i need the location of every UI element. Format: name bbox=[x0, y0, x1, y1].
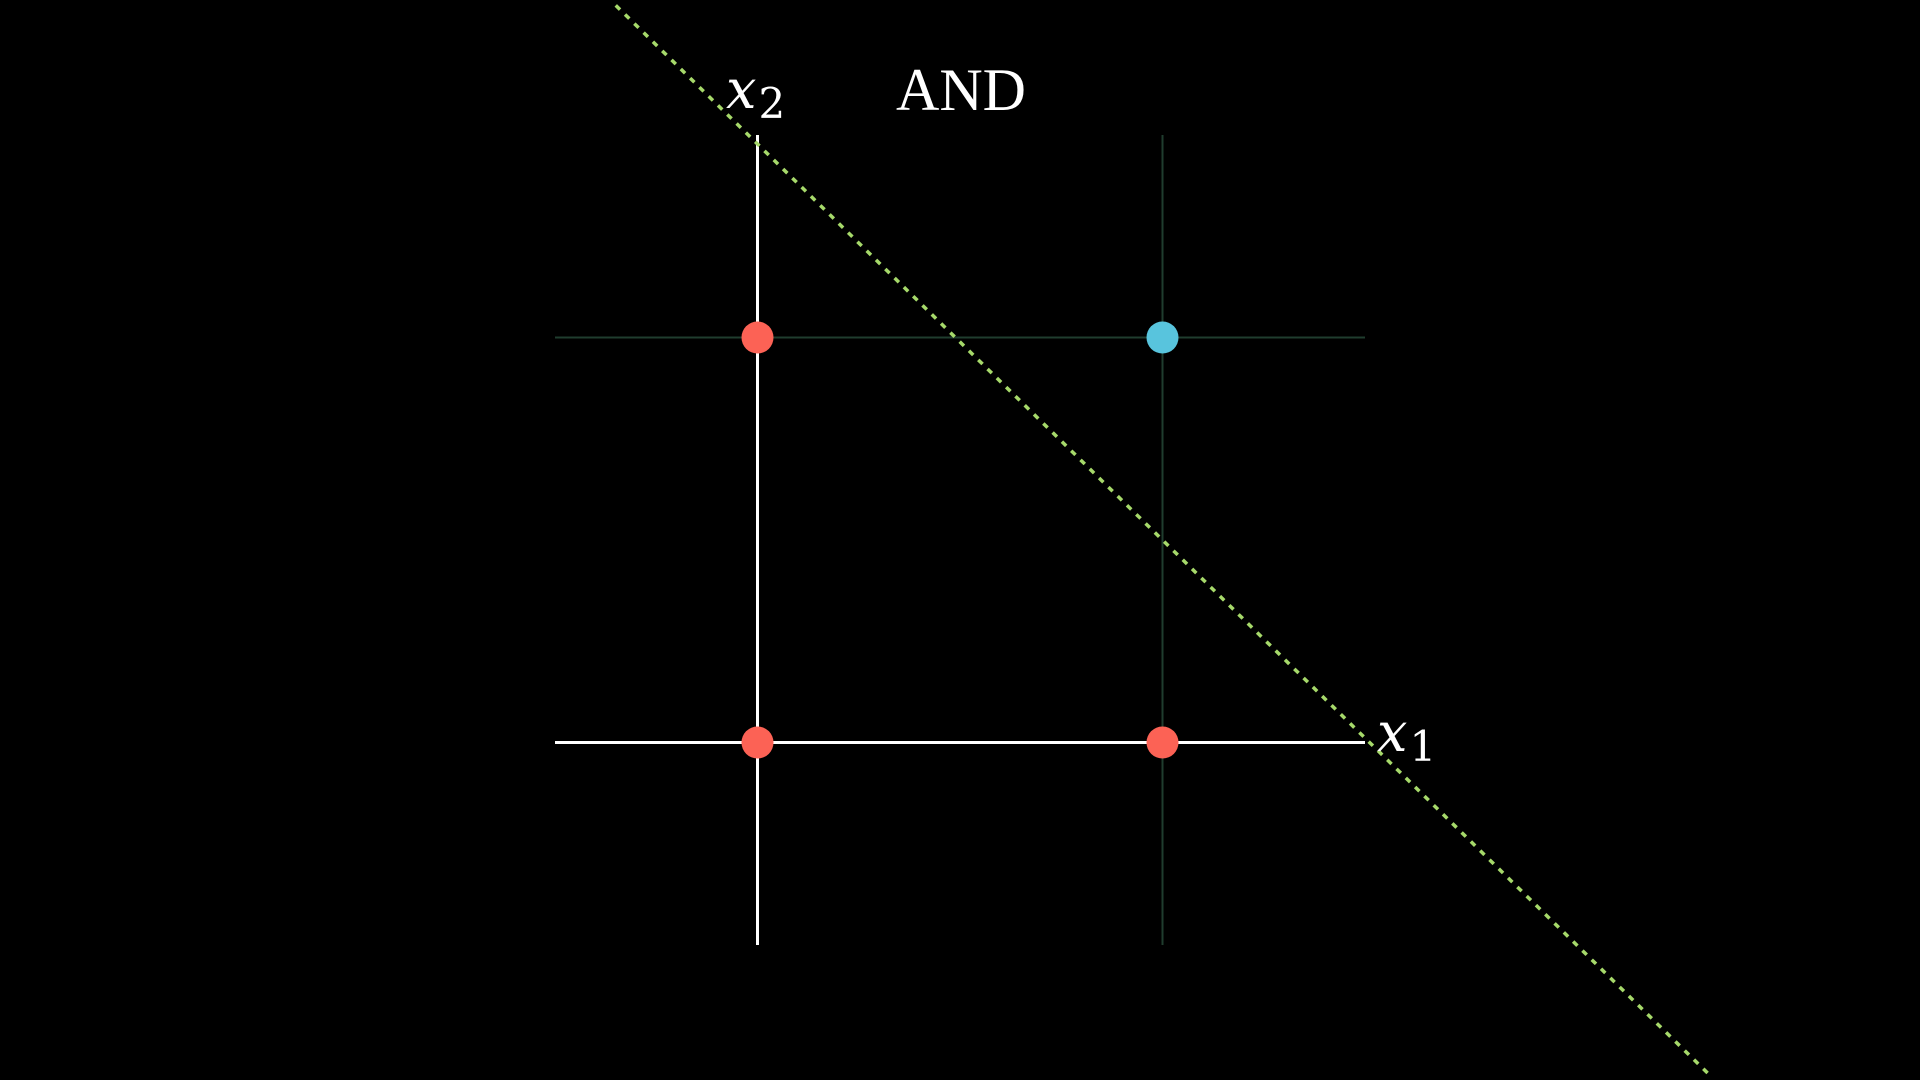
data-point-0-1 bbox=[741, 321, 774, 354]
axes bbox=[555, 135, 1365, 945]
data-points bbox=[741, 321, 1179, 759]
y-axis-label-var: x bbox=[726, 58, 756, 121]
data-point-0-0 bbox=[741, 726, 774, 759]
grid-lines bbox=[555, 135, 1365, 945]
x-axis-label: x1 bbox=[1377, 701, 1436, 771]
y-axis-label: x2 bbox=[726, 58, 785, 128]
data-point-1-0 bbox=[1146, 726, 1179, 759]
data-point-1-1 bbox=[1146, 321, 1179, 354]
y-axis-label-sub: 2 bbox=[758, 79, 785, 128]
x-axis-label-var: x bbox=[1377, 701, 1407, 764]
decision-boundary-line bbox=[614, 4, 1711, 1076]
x-axis-label-sub: 1 bbox=[1409, 722, 1436, 771]
decision-boundary bbox=[614, 4, 1711, 1076]
chart-title: AND bbox=[896, 57, 1026, 123]
